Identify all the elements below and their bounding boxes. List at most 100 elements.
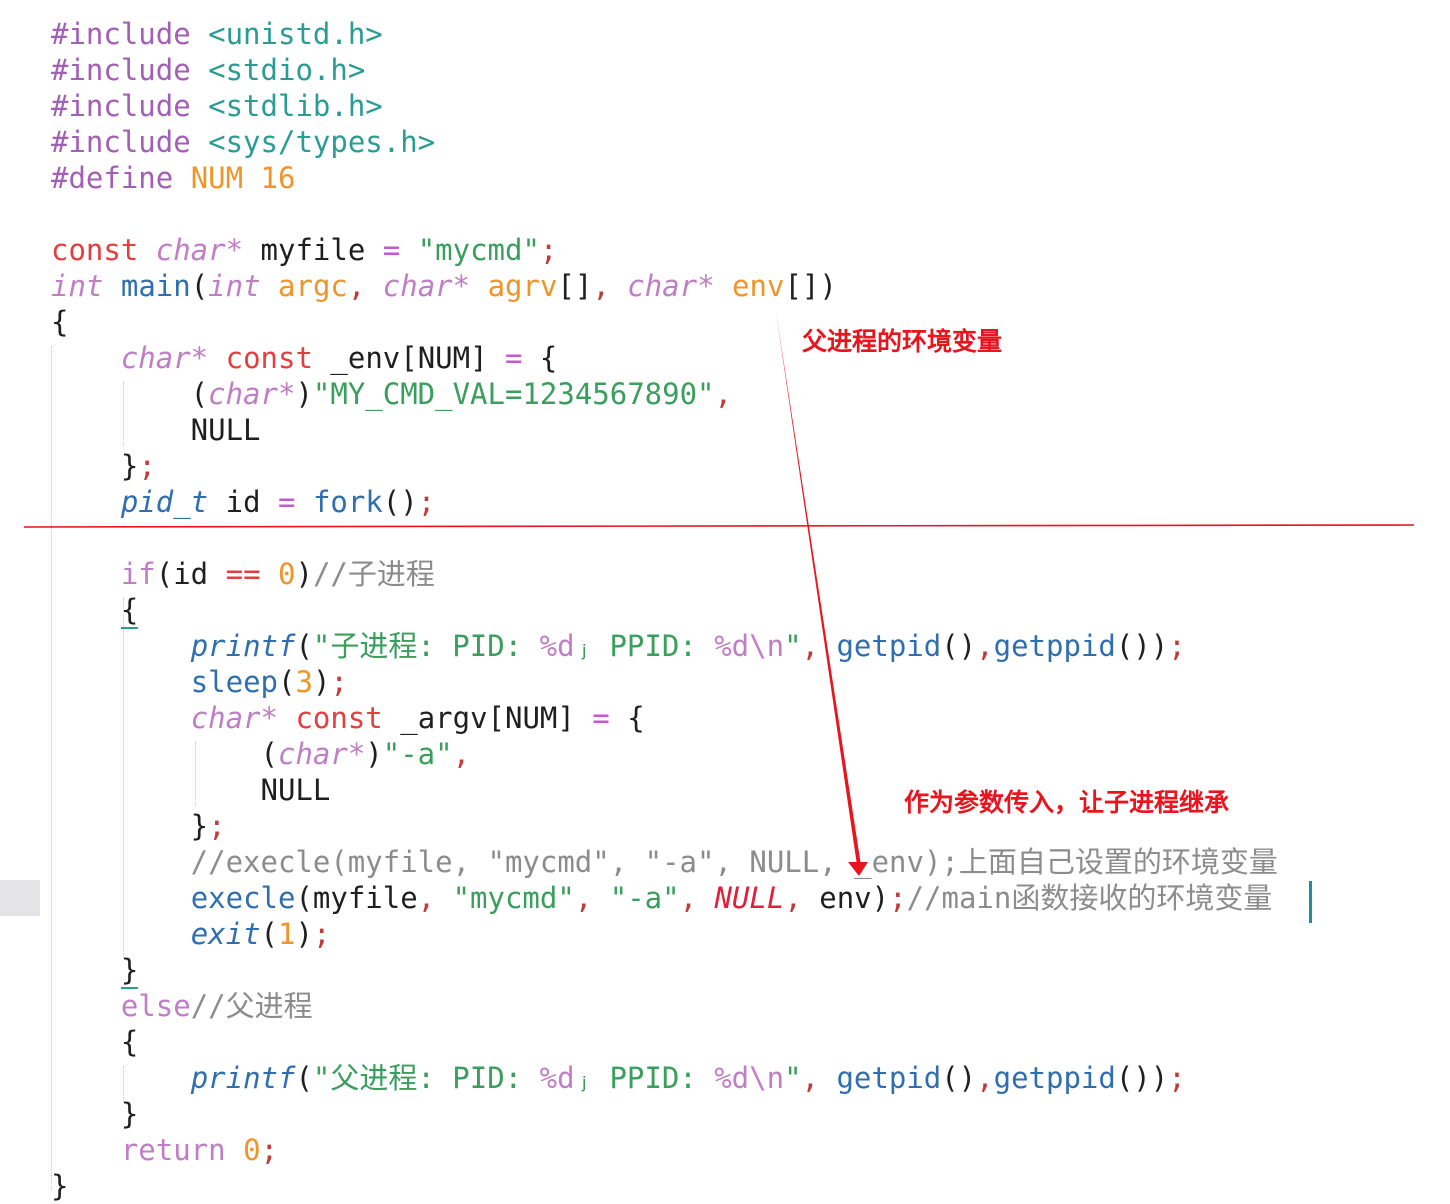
code-token: #define [51,161,191,195]
code-token: "MY_CMD_VAL=1234567890" [312,377,715,411]
code-token: sleep [190,665,278,699]
code-token: else [120,989,191,1023]
code-line[interactable]: { [51,1024,138,1060]
code-token: return [120,1133,226,1167]
code-token: (id [155,557,226,591]
indent-guide [123,1066,124,1102]
code-token: NUM [190,161,261,195]
code-line[interactable]: #define NUM 16 [51,160,295,196]
code-line[interactable]: #include <stdlib.h> [51,88,383,124]
code-token: env [732,269,785,303]
code-token: ; [330,665,348,699]
code-token: = [382,233,401,267]
code-token: ) [295,557,313,591]
code-token: //execle(myfile, "mycmd", "-a", NULL, _e… [51,845,1278,879]
code-token: 0 [278,557,296,591]
code-line[interactable]: } [51,1096,138,1132]
code-token: //main函数接收的环境变量 [906,881,1273,915]
code-token: char* [190,701,278,735]
code-line[interactable]: }; [51,448,156,484]
code-token: ; [1168,629,1186,663]
code-token: ( [51,377,209,411]
code-token: PPID: [592,1061,715,1095]
code-token: ( [295,629,313,663]
code-token: "子进程: PID: [312,629,540,663]
code-token: 0 [243,1133,261,1167]
code-line[interactable]: printf("父进程: PID: %dⱼ PPID: %d\n", getpi… [51,1060,1186,1096]
code-token: <stdlib.h> [208,89,383,123]
code-token: ⱼ [574,1061,592,1095]
code-line[interactable]: { [51,304,68,340]
code-token: = [592,701,610,735]
code-token: int [208,269,261,303]
code-token: exit [190,917,261,951]
code-token: ) [295,377,313,411]
code-token: NULL [714,881,785,915]
code-token: printf [190,629,296,663]
code-line[interactable]: } [51,1168,68,1204]
env-arrow-head [848,862,868,876]
code-line[interactable]: execle(myfile, "mycmd", "-a", NULL, env)… [51,880,1273,916]
code-token: ( [278,665,296,699]
code-token: PPID: [592,629,715,663]
code-token: "mycmd" [452,881,575,915]
code-token: getppid [993,1061,1116,1095]
code-token: "父进程: PID: [312,1061,540,1095]
code-token: getpid [836,1061,942,1095]
code-line[interactable]: pid_t id = fork(); [51,484,435,520]
code-token: \n [749,629,785,663]
code-line[interactable]: //execle(myfile, "mycmd", "-a", NULL, _e… [51,844,1278,880]
code-token: pid_t [120,485,209,519]
code-token: %d [714,629,750,663]
code-token: , [679,881,715,915]
code-token: _env[NUM] [312,341,505,375]
indent-guide [123,598,124,958]
code-line[interactable]: NULL [51,412,261,448]
code-line[interactable]: sleep(3); [51,664,348,700]
code-token: if [120,557,156,591]
code-token: = [505,341,523,375]
code-token: { [51,305,69,339]
code-token: []) [784,269,837,303]
code-token: , [592,269,628,303]
code-line[interactable]: { [51,592,139,629]
code-token: [] [557,269,593,303]
code-line[interactable]: if(id == 0)//子进程 [51,556,435,592]
code-line[interactable]: #include <stdio.h> [51,52,365,88]
code-line[interactable]: int main(int argc, char* agrv[], char* e… [51,268,837,304]
text-cursor [1309,881,1312,923]
code-line[interactable]: (char*)"MY_CMD_VAL=1234567890", [51,376,732,412]
code-line[interactable]: }; [51,808,226,844]
code-token: ; [1168,1061,1186,1095]
code-token: () [382,485,418,519]
code-token: , [801,629,837,663]
code-line[interactable]: const char* myfile = "mycmd"; [51,232,557,268]
code-line[interactable]: #include <unistd.h> [51,16,383,52]
code-line[interactable]: (char*)"-a", [51,736,471,772]
code-token: , [714,377,732,411]
code-line[interactable]: return 0; [51,1132,278,1168]
code-token: , [574,881,610,915]
code-token: } [51,809,209,843]
code-line[interactable]: } [51,952,139,989]
code-token: ; [312,917,331,951]
code-line[interactable]: #include <sys/types.h> [51,124,435,160]
code-token: char* [120,341,209,375]
code-line[interactable]: char* const _env[NUM] = { [51,340,558,376]
code-token: 16 [260,161,296,195]
code-line[interactable]: NULL [51,772,331,808]
code-token: ( [260,917,278,951]
code-token: } [51,1097,139,1131]
code-line[interactable]: else//父进程 [51,988,313,1024]
code-token: { [609,701,645,735]
code-token: , [347,269,383,303]
code-line[interactable]: exit(1); [51,916,331,952]
code-token: } [51,1169,69,1203]
code-line[interactable]: char* const _argv[NUM] = { [51,700,645,736]
code-line[interactable]: printf("子进程: PID: %dⱼ PPID: %d\n", getpi… [51,628,1186,664]
code-token: char* [208,377,296,411]
code-token: ( [51,737,278,771]
code-token: ()) [1115,1061,1169,1095]
code-token: (myfile [295,881,418,915]
